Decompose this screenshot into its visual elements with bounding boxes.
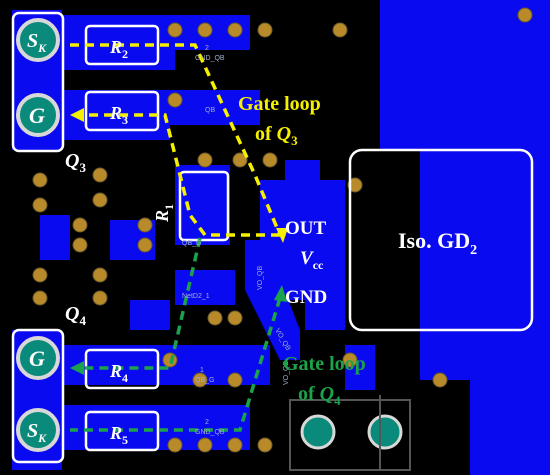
gate-loop-q3-bottom	[82, 113, 280, 237]
silk-num-1: 1	[200, 367, 204, 374]
via	[32, 172, 48, 188]
via	[32, 290, 48, 306]
pad-g-q3	[16, 93, 60, 137]
via	[72, 237, 88, 253]
via	[92, 290, 108, 306]
silk-netd2: NetD2_1	[182, 293, 210, 300]
via	[517, 7, 533, 23]
transistor-pads	[16, 18, 403, 452]
gate-loop-q3-top	[70, 43, 282, 236]
silk-num-2: 2	[205, 419, 209, 426]
pad-label-g-q4: G	[29, 346, 45, 371]
via	[167, 22, 183, 38]
via	[197, 152, 213, 168]
copper-pin-b	[285, 160, 320, 182]
gate-loop-q4-arrow-up	[274, 285, 287, 302]
via	[227, 437, 243, 453]
gate-loop-q3-line2: of Q3	[255, 123, 298, 148]
via	[92, 167, 108, 183]
via	[92, 267, 108, 283]
gate-loop-q3-arrow-down	[276, 228, 288, 243]
pad-label-sk-q3: SK	[27, 30, 47, 55]
r1-outline	[178, 170, 230, 242]
gate-loop-q4-line2: of Q4	[298, 383, 341, 408]
pin-gnd-label: GND	[285, 287, 327, 308]
via	[162, 352, 178, 368]
q3-label: Q3	[65, 150, 86, 175]
via	[92, 192, 108, 208]
silk-vo-qb-3: VO_QB	[283, 361, 290, 385]
via	[227, 310, 243, 326]
r1-label: R1	[152, 204, 176, 223]
copper-pin-a	[285, 180, 335, 202]
via	[347, 177, 363, 193]
gate-loop-q3-path	[70, 43, 282, 237]
pin-out-label: OUT	[285, 218, 327, 239]
via	[432, 372, 448, 388]
via	[197, 22, 213, 38]
silk-gnd-qb-bottom: GND_QB	[195, 429, 225, 436]
copper-right-plane	[380, 0, 550, 475]
via	[232, 152, 248, 168]
silk-qb-g-bottom: QB_G	[195, 377, 214, 384]
via	[137, 237, 153, 253]
via	[72, 217, 88, 233]
copper-vo-trace	[245, 240, 300, 360]
via	[167, 92, 183, 108]
silk-gnd-qb-top: GND_QB	[195, 55, 225, 62]
q3-outline	[11, 11, 65, 153]
gate-loop-q3-line1: Gate loop	[238, 93, 321, 115]
pin-vcc-label: Vcc	[300, 248, 324, 272]
q4-label: Q4	[65, 303, 86, 328]
copper-r3-trace	[62, 90, 260, 140]
gate-loop-q4-bottom	[70, 297, 282, 432]
gate-loop-q4-arrow-left	[70, 361, 84, 375]
r5-label: R5	[109, 423, 128, 447]
r3-outline	[84, 90, 160, 132]
r4-label: R4	[109, 361, 128, 385]
via	[257, 22, 273, 38]
copper-small-pad	[130, 300, 170, 330]
driver-label: Iso. GD2	[398, 228, 477, 258]
via	[32, 197, 48, 213]
silk-qb: QB	[205, 107, 215, 114]
q4-outline	[11, 328, 65, 464]
driver-outline	[348, 148, 534, 332]
copper-block-left	[40, 215, 70, 260]
gate-loop-q4-path	[70, 237, 282, 432]
pad-label-g-q3: G	[29, 103, 45, 128]
via	[257, 437, 273, 453]
gate-loop-q3-arrow-left	[70, 108, 84, 122]
via	[227, 22, 243, 38]
gate-loop-q4-line1: Gate loop	[283, 353, 366, 375]
via	[137, 217, 153, 233]
silk-vo-qb-1: VO_QB	[257, 266, 264, 290]
via	[167, 437, 183, 453]
board-outlines	[289, 395, 411, 471]
via	[332, 22, 348, 38]
vias	[32, 7, 533, 453]
pad-sk-q4	[16, 408, 60, 452]
pad-bottom-2	[367, 414, 403, 450]
pad-g-q4	[16, 336, 60, 380]
via	[207, 310, 223, 326]
outline-bottom-component	[289, 399, 411, 471]
via	[262, 152, 278, 168]
via	[342, 352, 358, 368]
via	[197, 437, 213, 453]
pad-bottom-1	[300, 414, 336, 450]
via	[32, 267, 48, 283]
silk-num-top: 2	[205, 45, 209, 52]
pad-label-sk-q4: SK	[27, 420, 47, 445]
via	[227, 372, 243, 388]
r3-label: R3	[109, 103, 128, 127]
pad-sk-q3	[16, 18, 60, 62]
silk-qb-g-top: QB_G	[182, 240, 201, 247]
r2-label: R2	[109, 37, 128, 61]
via	[192, 372, 208, 388]
